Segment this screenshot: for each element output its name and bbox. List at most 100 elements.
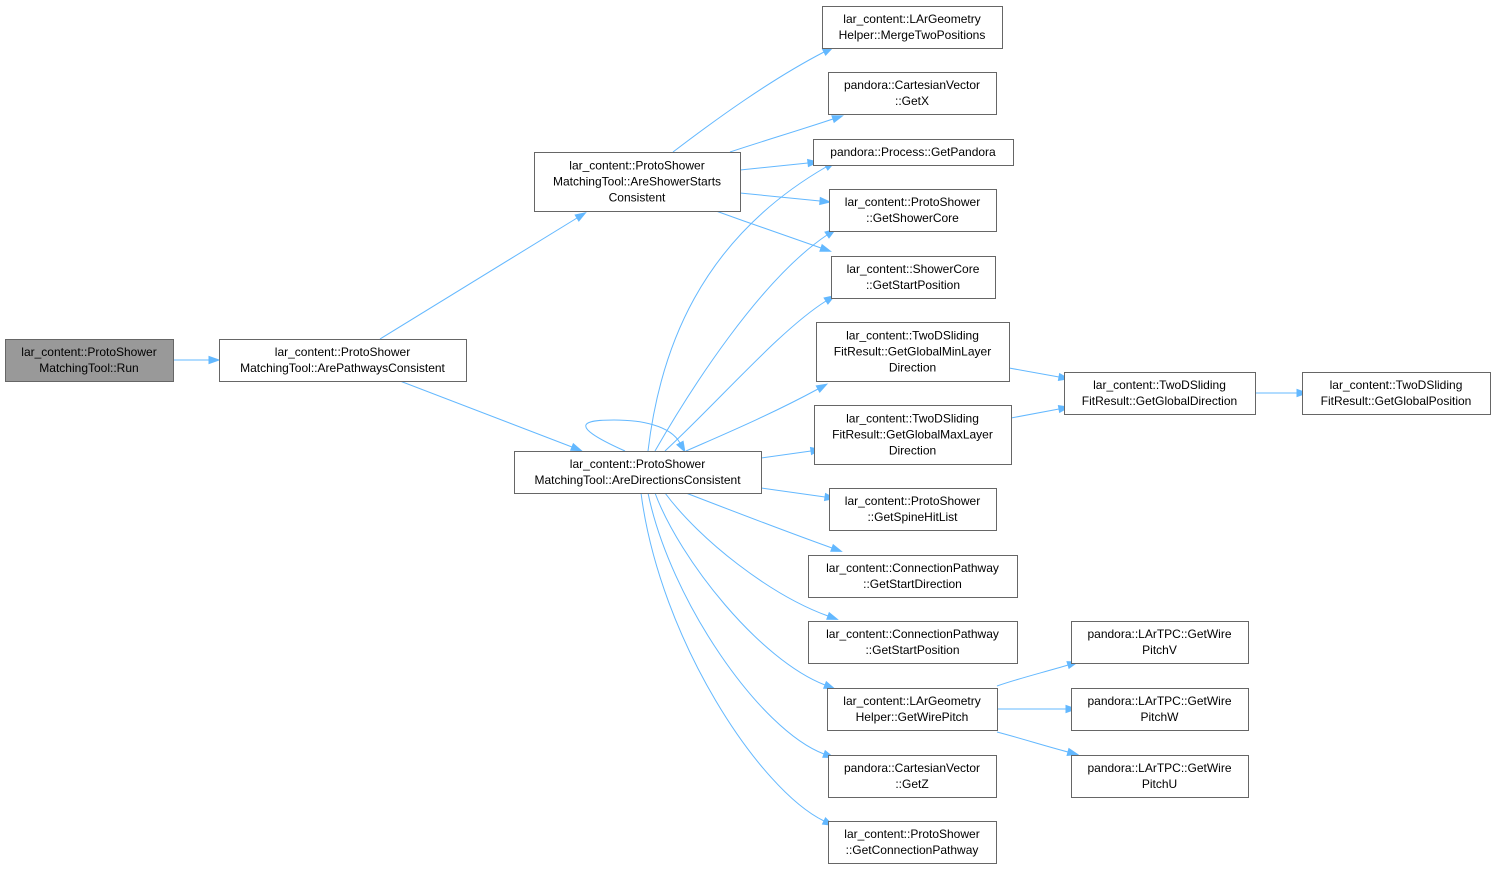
- edge-line: [379, 217, 578, 340]
- node-label-line: lar_content::TwoDSliding: [1330, 378, 1463, 392]
- node-box[interactable]: [831, 256, 996, 299]
- node-box[interactable]: [829, 189, 997, 232]
- node-label-line: FitResult::GetGlobalMinLayer: [834, 345, 991, 359]
- node-cpdir[interactable]: lar_content::ConnectionPathway::GetStart…: [808, 555, 1018, 598]
- node-label-line: lar_content::TwoDSliding: [846, 329, 979, 343]
- node-label-line: pandora::CartesianVector: [844, 78, 980, 92]
- nodes-layer: lar_content::ProtoShowerMatchingTool::Ru…: [5, 6, 1491, 864]
- node-maxlayer[interactable]: lar_content::TwoDSlidingFitResult::GetGl…: [814, 405, 1012, 465]
- arrowhead-icon: [822, 680, 836, 690]
- node-label-line: ::GetStartPosition: [866, 278, 960, 292]
- node-label-line: pandora::LArTPC::GetWire: [1087, 627, 1231, 641]
- edge-line: [760, 450, 812, 459]
- node-label-line: Helper::MergeTwoPositions: [839, 28, 986, 42]
- edge-wirepitch-to-pitchw: [997, 704, 1078, 714]
- edge-line: [715, 210, 822, 249]
- arrowhead-icon: [830, 543, 843, 552]
- node-label-line: lar_content::LArGeometry: [843, 694, 980, 708]
- node-minlayer[interactable]: lar_content::TwoDSlidingFitResult::GetGl…: [816, 322, 1010, 382]
- node-label-line: lar_content::ProtoShower: [845, 494, 980, 508]
- node-box[interactable]: [828, 755, 997, 798]
- node-corestart[interactable]: lar_content::ShowerCore::GetStartPositio…: [831, 256, 996, 299]
- node-spine[interactable]: lar_content::ProtoShower::GetSpineHitLis…: [829, 488, 997, 531]
- node-box[interactable]: [808, 621, 1018, 664]
- node-label-line: lar_content::ProtoShower: [845, 195, 980, 209]
- node-box[interactable]: [828, 821, 997, 864]
- edge-line: [664, 492, 829, 617]
- node-getx[interactable]: pandora::CartesianVector::GetX: [828, 72, 997, 115]
- edge-line: [729, 118, 834, 153]
- edge-arepath-to-aredirs: [399, 380, 583, 452]
- node-label-line: FitResult::GetGlobalMaxLayer: [832, 428, 993, 442]
- node-box[interactable]: [808, 555, 1018, 598]
- node-box[interactable]: [1071, 755, 1249, 798]
- node-box[interactable]: [5, 339, 174, 382]
- edge-arepath-to-arestarts: [379, 212, 587, 340]
- node-globalpos[interactable]: lar_content::TwoDSlidingFitResult::GetGl…: [1302, 372, 1491, 415]
- arrowhead-icon: [819, 196, 832, 206]
- node-label-line: MatchingTool::Run: [39, 361, 138, 375]
- edge-aredirs-to-minlayer: [685, 383, 829, 452]
- node-arestarts[interactable]: lar_content::ProtoShowerMatchingTool::Ar…: [534, 152, 741, 212]
- node-label-line: ::GetConnectionPathway: [846, 843, 979, 857]
- node-aredirs[interactable]: lar_content::ProtoShowerMatchingTool::Ar…: [514, 451, 762, 494]
- node-box[interactable]: [514, 451, 762, 494]
- node-cppos[interactable]: lar_content::ConnectionPathway::GetStart…: [808, 621, 1018, 664]
- arrowhead-icon: [819, 243, 832, 252]
- node-wirepitch[interactable]: lar_content::LArGeometryHelper::GetWireP…: [827, 688, 998, 731]
- edge-line: [1008, 367, 1060, 378]
- node-box[interactable]: [829, 488, 997, 531]
- edge-line: [1010, 408, 1060, 419]
- node-getcore[interactable]: lar_content::ProtoShower::GetShowerCore: [829, 189, 997, 232]
- edge-line: [640, 492, 825, 822]
- node-label-line: Consistent: [609, 191, 666, 205]
- node-box[interactable]: [1064, 372, 1256, 415]
- edge-line: [654, 492, 826, 686]
- node-label-line: lar_content::ShowerCore: [847, 262, 980, 276]
- arrowhead-icon: [831, 115, 844, 124]
- node-label-line: lar_content::TwoDSliding: [1093, 378, 1226, 392]
- edge-line: [739, 192, 821, 202]
- node-arepath[interactable]: lar_content::ProtoShowerMatchingTool::Ar…: [219, 339, 467, 382]
- node-box[interactable]: [219, 339, 467, 382]
- node-merge[interactable]: lar_content::LArGeometryHelper::MergeTwo…: [822, 6, 1003, 49]
- edge-line: [654, 234, 828, 452]
- node-box[interactable]: [822, 6, 1003, 49]
- edge-arestarts-to-corestart: [715, 210, 832, 252]
- node-box[interactable]: [534, 152, 741, 212]
- edge-line: [399, 380, 573, 448]
- node-connpath[interactable]: lar_content::ProtoShower::GetConnectionP…: [828, 821, 997, 864]
- node-box[interactable]: [1302, 372, 1491, 415]
- node-box[interactable]: [828, 72, 997, 115]
- node-label-line: PitchV: [1142, 643, 1177, 657]
- node-box[interactable]: [816, 322, 1010, 382]
- node-getpandora[interactable]: pandora::Process::GetPandora: [813, 139, 1014, 166]
- node-label-line: FitResult::GetGlobalDirection: [1082, 394, 1237, 408]
- arrowhead-icon: [569, 442, 583, 452]
- node-label-line: lar_content::ProtoShower: [569, 159, 704, 173]
- node-box[interactable]: [827, 688, 998, 731]
- node-label-line: Direction: [889, 361, 936, 375]
- node-label-line: Direction: [889, 444, 936, 458]
- edge-line: [996, 664, 1069, 687]
- edge-arestarts-to-getcore: [739, 192, 832, 206]
- edge-aredirs-to-spine: [760, 487, 837, 502]
- node-globaldir[interactable]: lar_content::TwoDSlidingFitResult::GetGl…: [1064, 372, 1256, 415]
- node-label-line: pandora::LArTPC::GetWire: [1087, 694, 1231, 708]
- node-box[interactable]: [813, 139, 1014, 166]
- node-box[interactable]: [814, 405, 1012, 465]
- node-getz[interactable]: pandora::CartesianVector::GetZ: [828, 755, 997, 798]
- node-box[interactable]: [1071, 621, 1249, 664]
- node-run[interactable]: lar_content::ProtoShowerMatchingTool::Ru…: [5, 339, 174, 382]
- node-box[interactable]: [1071, 688, 1249, 731]
- node-label-line: ::GetStartDirection: [863, 577, 962, 591]
- node-label-line: pandora::Process::GetPandora: [830, 145, 996, 159]
- edge-aredirs-to-corestart: [664, 294, 836, 452]
- node-label-line: lar_content::ProtoShower: [21, 345, 156, 359]
- edge-run-to-arepath: [173, 355, 221, 365]
- edge-wirepitch-to-pitchu: [996, 731, 1080, 756]
